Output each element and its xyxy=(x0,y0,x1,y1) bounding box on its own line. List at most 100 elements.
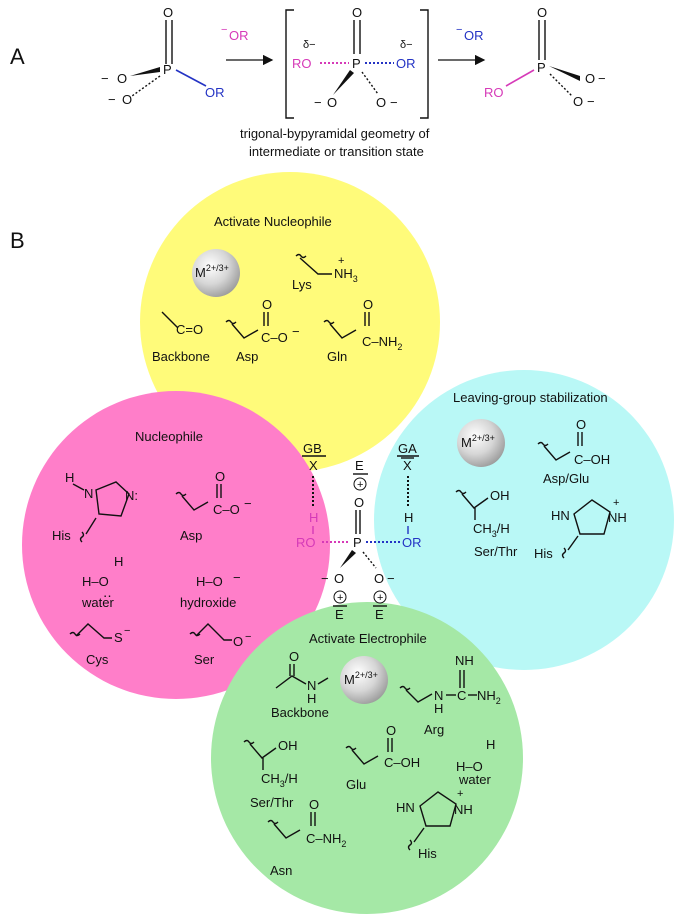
water-H2O: H–O xyxy=(82,574,109,589)
nuc-asp-minus: − xyxy=(244,496,252,511)
center-O-left: O xyxy=(334,571,344,586)
panel-label-a: A xyxy=(10,44,25,69)
center-H-left: H xyxy=(309,510,318,525)
backbone-label: Backbone xyxy=(152,349,210,364)
center-X-right: X xyxy=(403,458,412,473)
circle-nucleophile xyxy=(22,391,330,699)
ae-metal: M2+/3+ xyxy=(344,670,378,687)
title-activate-nucleophile: Activate Nucleophile xyxy=(214,214,332,229)
int-O-br: O xyxy=(376,95,386,110)
an-asp-co: C–O xyxy=(261,330,288,345)
arg-NH2: NH2 xyxy=(477,688,501,706)
ae-his-HN: HN xyxy=(396,800,415,815)
center-O-right: O xyxy=(374,571,384,586)
center-O-top: O xyxy=(354,495,364,510)
reactant-P: P xyxy=(163,62,172,77)
lg-his-HN: HN xyxy=(551,508,570,523)
int-RO: RO xyxy=(292,56,312,71)
center-P: P xyxy=(353,535,362,550)
backbone-co: C=O xyxy=(176,322,203,337)
nucleophile-attack-arrow: − OR xyxy=(221,24,274,66)
center-E-bl: E xyxy=(335,607,344,622)
an-asp-O: O xyxy=(262,297,272,312)
int-OR: OR xyxy=(396,56,416,71)
lg-ser-thr-label: Ser/Thr xyxy=(474,544,518,559)
lg-asp-glu-label: Asp/Glu xyxy=(543,471,589,486)
nuc-ser-label: Ser xyxy=(194,652,215,667)
asn-O: O xyxy=(309,797,319,812)
cys-label: Cys xyxy=(86,652,109,667)
caption-line-2: intermediate or transition state xyxy=(249,144,424,159)
leaving-group-group: Leaving-group stabilization M2+/3+ O C–O… xyxy=(453,390,627,561)
nuc-arrow-OR: OR xyxy=(229,28,249,43)
title-nucleophile: Nucleophile xyxy=(135,429,203,444)
cys-S: S xyxy=(114,630,123,645)
lys-nh3: NH3 xyxy=(334,266,358,284)
caption-line-1: trigonal-bypyramidal geometry of xyxy=(240,126,430,141)
an-asp-label: Asp xyxy=(236,349,258,364)
center-OR: OR xyxy=(402,535,422,550)
reactant-minus-2: − xyxy=(108,92,116,107)
metal-ion-icon xyxy=(457,419,505,467)
gln-conh2: C–NH2 xyxy=(362,334,402,352)
center-GA: GA xyxy=(398,441,417,456)
ae-ser-oh: OH xyxy=(278,738,298,753)
center-plus-br: + xyxy=(377,592,383,604)
water-lone-pairs: ‥ xyxy=(103,585,112,600)
lys-label: Lys xyxy=(292,277,312,292)
glu-cooh: C–OH xyxy=(384,755,420,770)
arg-H: H xyxy=(434,701,443,716)
water-label: water xyxy=(81,595,114,610)
nuc-his-N1: N xyxy=(84,486,93,501)
arg-label: Arg xyxy=(424,722,444,737)
arg-N: N xyxy=(434,688,443,703)
nuc-ser-minus: − xyxy=(245,631,251,643)
ae-his-plus: + xyxy=(457,788,463,800)
ae-water-H2O: H–O xyxy=(456,759,483,774)
activate-nucleophile-group: Activate Nucleophile M2+/3+ + NH3 Lys C=… xyxy=(152,214,402,364)
nuc-arrow-minus: − xyxy=(221,24,227,36)
asn-label: Asn xyxy=(270,863,292,878)
nuc-asp-co: C–O xyxy=(213,502,240,517)
ae-water-H1: H xyxy=(486,737,495,752)
lg-ser-ch3h: CH3/H xyxy=(473,521,510,539)
lg-his-label: His xyxy=(534,546,553,561)
ae-backbone-O: O xyxy=(289,649,299,664)
leave-arrow-minus: − xyxy=(456,24,462,36)
center-minus-1: − xyxy=(321,571,329,586)
ae-his-NH: NH xyxy=(454,802,473,817)
gln-label: Gln xyxy=(327,349,347,364)
leaving-group-arrow: − OR xyxy=(438,24,486,66)
nuc-his-H: H xyxy=(65,470,74,485)
title-activate-electrophile: Activate Electrophile xyxy=(309,631,427,646)
lg-metal: M2+/3+ xyxy=(461,433,495,450)
delta-right: δ− xyxy=(400,39,413,51)
center-minus-2: − xyxy=(387,571,395,586)
center-X-left: X xyxy=(309,458,318,473)
hydroxide-minus: − xyxy=(233,570,241,585)
int-minus-1: − xyxy=(314,95,322,110)
ae-backbone-label: Backbone xyxy=(271,705,329,720)
ae-backbone-N: N xyxy=(307,678,316,693)
activate-electrophile-group: Activate Electrophile M2+/3+ O N H Backb… xyxy=(243,631,501,878)
nucleophile-group: Nucleophile H N N: His O C–O − Asp H H–O… xyxy=(52,429,252,667)
circle-activate-electrophile xyxy=(211,602,523,914)
cys-minus: − xyxy=(124,625,130,637)
product-phosphate: O P O − O − RO xyxy=(484,5,606,109)
lg-his-NH: NH xyxy=(608,510,627,525)
nuc-ser-O: O xyxy=(233,634,243,649)
reactant-OR: OR xyxy=(205,85,225,100)
glu-label: Glu xyxy=(346,777,366,792)
ae-ser-thr-label: Ser/Thr xyxy=(250,795,294,810)
lg-acid-cooh: C–OH xyxy=(574,452,610,467)
product-O-bottom: O xyxy=(573,94,583,109)
gln-O: O xyxy=(363,297,373,312)
int-O-bl: O xyxy=(327,95,337,110)
delta-left: δ− xyxy=(303,39,316,51)
ae-ser-ch3h: CH3/H xyxy=(261,771,298,789)
lg-ser-oh: OH xyxy=(490,488,510,503)
nuc-asp-label: Asp xyxy=(180,528,202,543)
reactant-O-top: O xyxy=(163,5,173,20)
int-minus-2: − xyxy=(390,95,398,110)
